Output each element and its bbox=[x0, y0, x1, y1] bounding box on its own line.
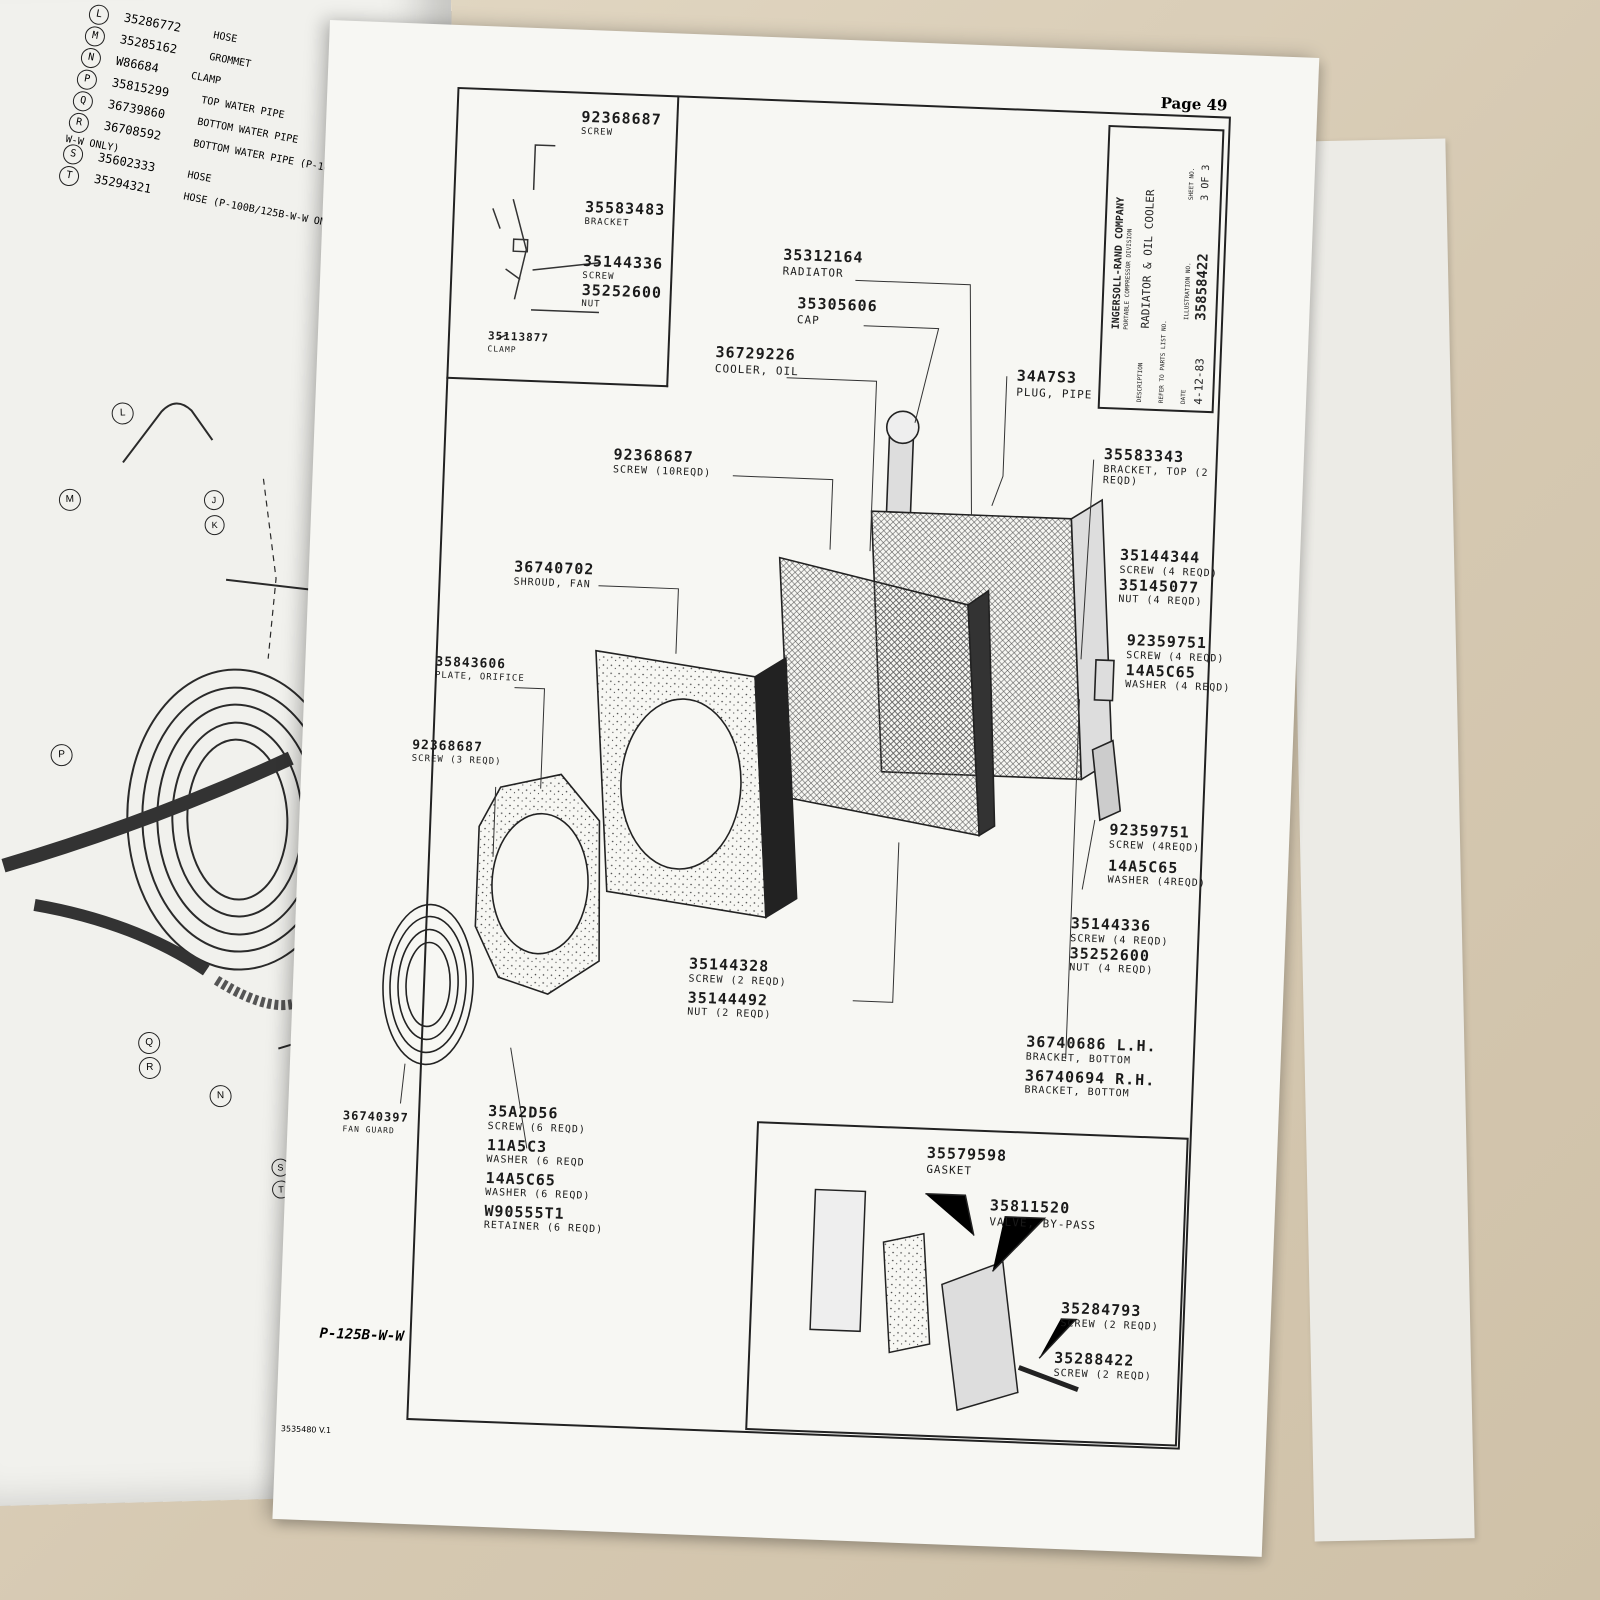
part-number: 92368687 bbox=[613, 445, 695, 467]
part-number: 92368687 bbox=[411, 737, 484, 756]
main-exploded-drawing bbox=[382, 279, 1189, 1447]
part-number: 35144344 bbox=[1119, 545, 1201, 567]
part-number: 35843606 bbox=[435, 654, 507, 673]
part-number: 36740702 bbox=[513, 557, 595, 579]
part-number: 35284793 bbox=[1060, 1299, 1142, 1321]
part-number: 35144336 bbox=[1070, 914, 1152, 936]
part-desc: SCREW (4REQD) bbox=[1108, 839, 1201, 855]
print-code: 3535480 V.1 bbox=[280, 1424, 332, 1436]
part-number: 36729226 bbox=[715, 343, 797, 365]
part-number: 35305606 bbox=[797, 294, 879, 316]
part-desc: SCREW (2 REQD) bbox=[688, 973, 787, 989]
part-desc: SCREW (6 REQD) bbox=[487, 1120, 587, 1136]
part-number: 92359751 bbox=[1126, 631, 1208, 653]
part-number: 35A2D56 bbox=[487, 1101, 559, 1123]
part-number: 35312164 bbox=[782, 245, 864, 267]
part-number: 36740397 bbox=[342, 1108, 409, 1125]
part-number: 34A7S3 bbox=[1016, 366, 1078, 387]
part-number: 35144328 bbox=[688, 954, 770, 976]
inset-top-drawing bbox=[492, 144, 601, 340]
right-page: Page 49 INGERSOLL-RAND COMPANY PORTABLE … bbox=[272, 20, 1320, 1557]
part-number: 35579598 bbox=[926, 1143, 1008, 1165]
part-desc: BRACKET, TOP (2 REQD) bbox=[1102, 464, 1209, 488]
part-number: 35288422 bbox=[1053, 1348, 1135, 1370]
part-number: 35811520 bbox=[989, 1196, 1071, 1218]
back-sheet bbox=[1285, 138, 1475, 1542]
part-number: 35583343 bbox=[1103, 445, 1185, 467]
part-number: 92359751 bbox=[1109, 820, 1191, 842]
model-label: P-125B-W-W bbox=[319, 1325, 405, 1345]
